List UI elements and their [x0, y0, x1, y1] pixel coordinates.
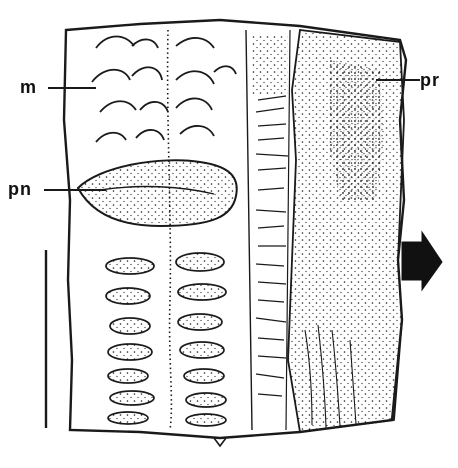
label-m: m [20, 78, 37, 96]
arrow-right-icon [402, 232, 442, 290]
label-pr: pr [420, 71, 440, 89]
label-pn: pn [8, 180, 32, 198]
